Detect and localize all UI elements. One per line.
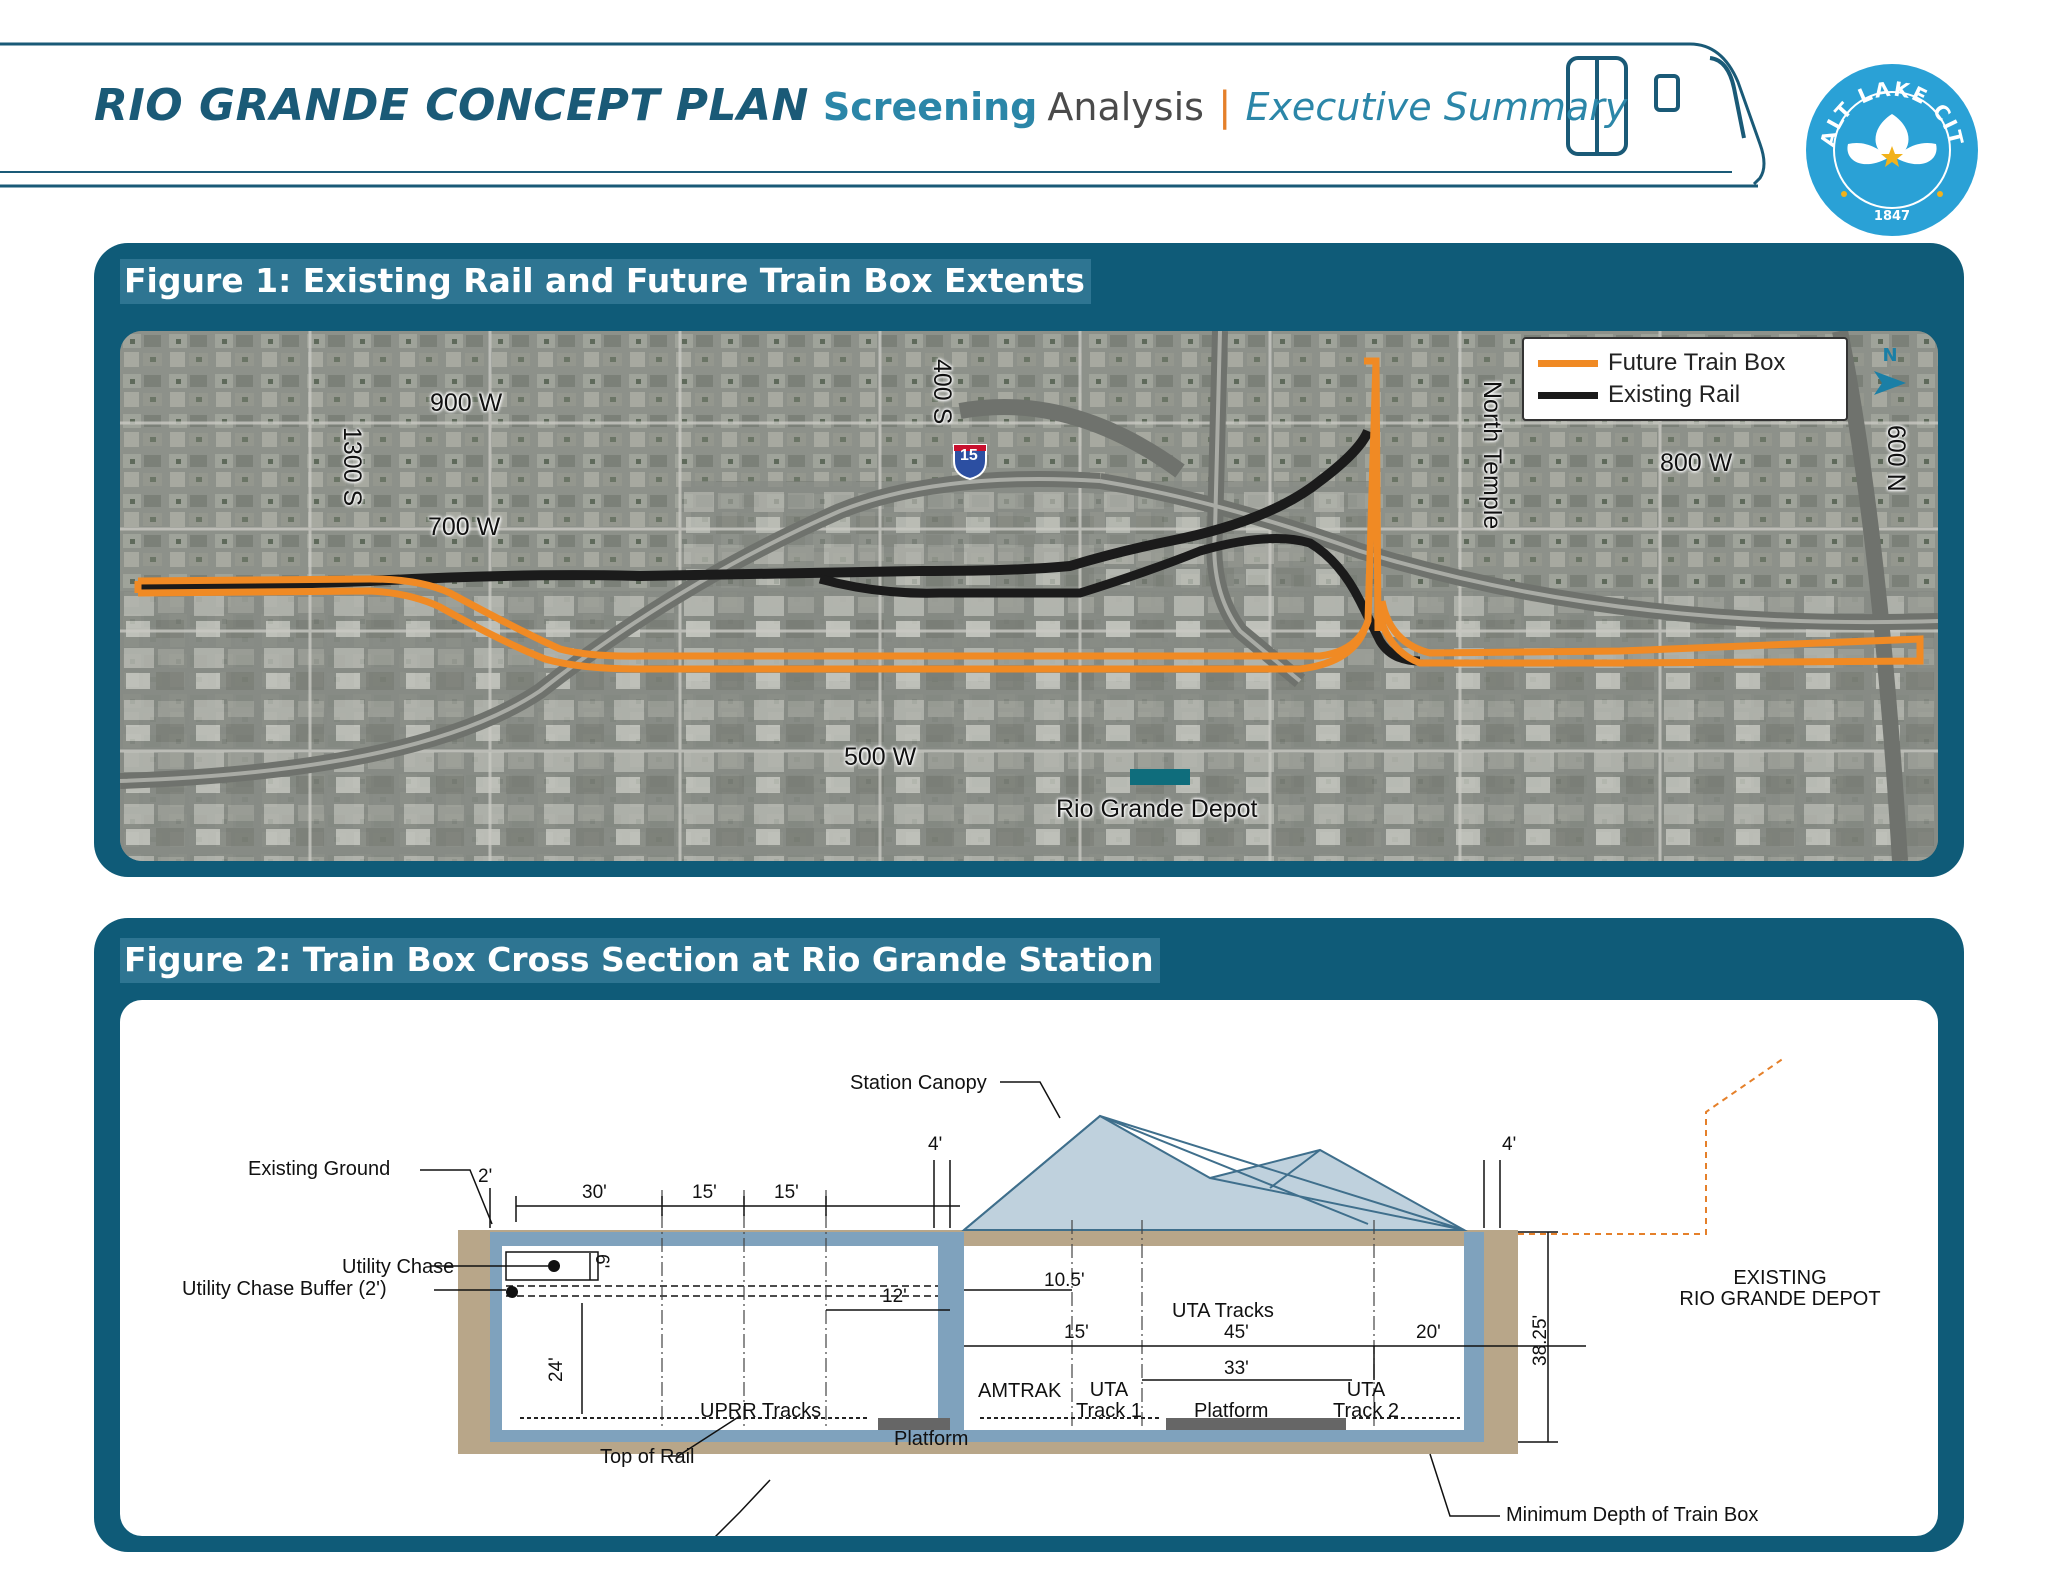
dim-38-25ft: 38.25' (1530, 1314, 1551, 1366)
label-existing-ground: Existing Ground (248, 1158, 391, 1180)
label-platform-center: Platform (1194, 1400, 1269, 1422)
dim-2ft: 2' (478, 1166, 493, 1187)
legend-swatch-black (1538, 391, 1598, 399)
north-label: N (1882, 345, 1897, 366)
title-screening: Screening (822, 85, 1038, 129)
label-500w: 500 W (844, 743, 917, 771)
label-i15: 15 (960, 447, 978, 464)
dim-30ft: 30' (582, 1182, 607, 1203)
dim-15ft-c: 15' (1064, 1322, 1089, 1343)
dim-20ft: 20' (1416, 1322, 1441, 1343)
label-north-temple: North Temple (1478, 381, 1506, 530)
city-seal-logo: SALT LAKE CITY 1847 (1804, 62, 1978, 236)
figure1-title: Figure 1: Existing Rail and Future Train… (120, 259, 1091, 304)
label-uta-track1: UTA Track 1 (1076, 1379, 1142, 1422)
train-icon (1566, 56, 1746, 156)
label-900w: 900 W (430, 389, 503, 417)
legend-label: Future Train Box (1608, 349, 1786, 376)
figure2-title: Figure 2: Train Box Cross Section at Rio… (120, 938, 1160, 983)
title-executive-summary: Executive Summary (1245, 85, 1628, 129)
north-arrow-icon: N (1874, 345, 1906, 395)
dim-6ft: 6' (591, 1254, 612, 1269)
label-existing-rio-grande-depot: EXISTING RIO GRANDE DEPOT (1679, 1267, 1881, 1310)
dim-10-5ft: 10.5' (1044, 1270, 1085, 1291)
label-station-canopy: Station Canopy (850, 1072, 987, 1094)
label-800w: 800 W (1660, 449, 1733, 477)
legend-existing-rail: Existing Rail (1538, 381, 1740, 409)
dim-15ft-a: 15' (692, 1182, 717, 1203)
label-platform-left: Platform (894, 1428, 969, 1450)
legend-label: Existing Rail (1608, 381, 1741, 408)
logo-year: 1847 (1874, 209, 1910, 224)
dim-4ft-left: 4' (928, 1134, 943, 1155)
label-600n: 600 N (1882, 425, 1910, 492)
label-1300s: 1300 S (338, 427, 366, 507)
label-uprr-tracks: UPRR Tracks (700, 1400, 822, 1422)
dim-33ft: 33' (1224, 1358, 1249, 1379)
map-legend: Future Train Box Existing Rail (1522, 337, 1848, 421)
header-rule (0, 42, 1766, 188)
figure1-panel: Figure 1: Existing Rail and Future Train… (94, 243, 1964, 877)
dim-4ft-right: 4' (1502, 1134, 1517, 1155)
dim-24ft: 24' (546, 1357, 567, 1382)
label-uta-track2: UTA Track 2 (1333, 1379, 1399, 1422)
label-700w: 700 W (428, 513, 501, 541)
title-analysis: Analysis (1047, 85, 1204, 129)
title-main: RIO GRANDE CONCEPT PLAN (94, 80, 809, 131)
legend-future-train-box: Future Train Box (1538, 349, 1785, 377)
dim-15ft-b: 15' (774, 1182, 799, 1203)
title-separator: | (1217, 84, 1232, 130)
figure2-panel: Figure 2: Train Box Cross Section at Rio… (94, 918, 1964, 1552)
dim-45ft: 45' (1224, 1322, 1249, 1343)
label-uta-tracks: UTA Tracks (1172, 1300, 1274, 1322)
label-utility-chase: Utility Chase (342, 1256, 455, 1278)
label-amtrak: AMTRAK (978, 1380, 1062, 1402)
label-utility-chase-buffer: Utility Chase Buffer (2') (182, 1278, 387, 1300)
dim-12ft: 12' (882, 1286, 907, 1307)
page-title: RIO GRANDE CONCEPT PLAN Screening Analys… (94, 80, 1627, 140)
cross-section-diagram (420, 1057, 1785, 1536)
label-rio-grande-depot: Rio Grande Depot (1056, 795, 1258, 823)
label-top-of-rail: Top of Rail (600, 1446, 695, 1468)
legend-swatch-orange (1538, 359, 1598, 367)
cross-section-drawing: Station Canopy Existing Ground Utility C… (120, 1000, 1938, 1536)
sego-lily-icon (1847, 114, 1937, 167)
aerial-map: 900 W 1300 S 700 W 400 S 15 North Temple… (120, 331, 1938, 861)
label-minimum-depth: Minimum Depth of Train Box (1506, 1504, 1759, 1526)
label-400s: 400 S (928, 359, 956, 425)
